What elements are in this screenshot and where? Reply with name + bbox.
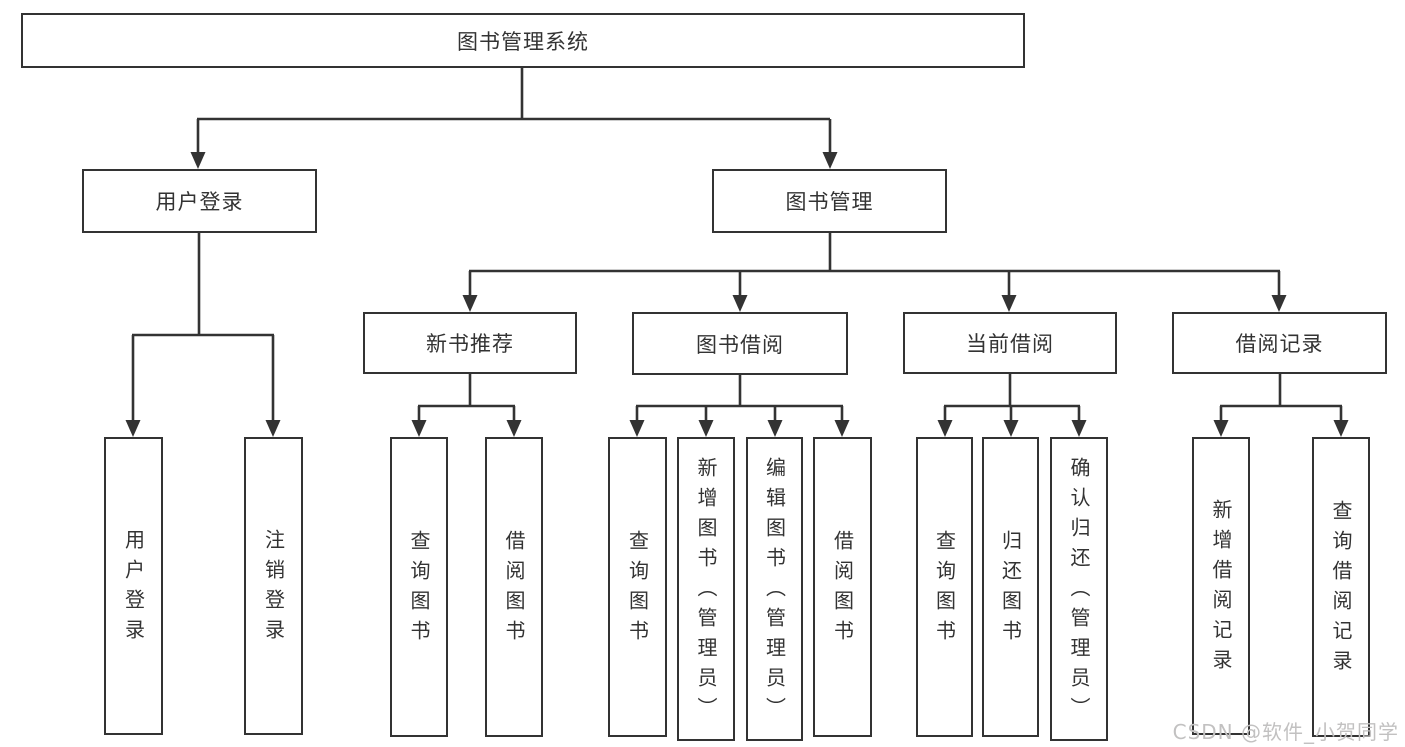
leaf-recommend-borrow-books: 借阅图书: [485, 437, 543, 737]
leaf-borrow-add-books-admin: 新增图书（管理员）: [677, 437, 735, 741]
leaf-records-query-record: 查询借阅记录: [1312, 437, 1370, 737]
leaf-borrow-query-books: 查询图书: [608, 437, 667, 737]
leaf-recommend-query-books: 查询图书: [390, 437, 448, 737]
node-new-book-recommend: 新书推荐: [363, 312, 577, 374]
leaf-user-logout: 注销登录: [244, 437, 303, 735]
leaf-user-login: 用户登录: [104, 437, 163, 735]
leaf-records-add-record: 新增借阅记录: [1192, 437, 1250, 735]
leaf-current-confirm-return-admin: 确认归还（管理员）: [1050, 437, 1108, 741]
csdn-watermark: CSDN @软件_小贺同学: [1172, 720, 1399, 744]
node-root-system: 图书管理系统: [21, 13, 1025, 68]
leaf-current-return-books: 归还图书: [982, 437, 1039, 737]
node-borrow-records: 借阅记录: [1172, 312, 1387, 374]
leaf-borrow-borrow-books: 借阅图书: [813, 437, 872, 737]
node-user-login: 用户登录: [82, 169, 317, 233]
node-book-borrow: 图书借阅: [632, 312, 848, 375]
node-book-management: 图书管理: [712, 169, 947, 233]
node-current-borrow: 当前借阅: [903, 312, 1117, 374]
leaf-current-query-books: 查询图书: [916, 437, 973, 737]
leaf-borrow-edit-books-admin: 编辑图书（管理员）: [746, 437, 803, 741]
